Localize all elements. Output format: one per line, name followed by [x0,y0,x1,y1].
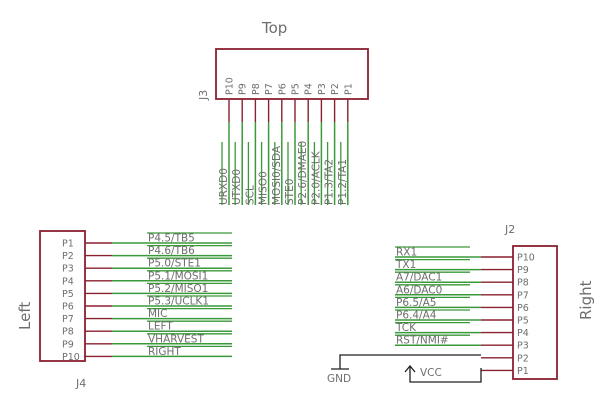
left-connector-refdes: J4 [75,377,86,390]
top-net-label: P2.0/ACLK [310,150,322,205]
right-pin-label: P10 [517,253,535,264]
right-pin-label: P5 [517,316,529,327]
top-pin-label: P2 [330,83,341,95]
top-pin-label: P9 [238,83,249,95]
top-net-label: URXD0 [218,168,230,205]
top-net-label: MISO0 [258,171,270,205]
right-net-label: RX1 [396,247,417,259]
right-pin-label: P6 [517,303,529,314]
right-net-label: A6/DAC0 [396,284,442,296]
top-pin-label: P1 [343,83,354,95]
top-pin-label: P7 [264,83,275,95]
left-net-label: P5.0/STE1 [148,258,201,270]
left-pin-label: P8 [62,327,74,338]
top-connector-refdes: J3 [197,90,210,101]
left-connector-pins: P1P2P3P4P5P6P7P8P9P10P4.5/TB5P4.6/TB6P5.… [62,232,232,363]
left-pin-label: P10 [62,352,80,363]
left-pin-label: P1 [62,239,74,250]
left-net-label: P5.3/UCLK1 [148,296,209,308]
top-connector-body [215,48,369,100]
top-net-label: SCL [244,185,256,205]
top-pin-label: P8 [251,83,262,95]
left-pin-label: P5 [62,289,74,300]
right-pin-label: P1 [517,366,529,377]
right-pin-label: P9 [517,265,529,276]
right-net-label: P6.5/A5 [396,297,436,309]
gnd-label: GND [327,373,351,385]
top-pin-label: P4 [304,83,315,95]
left-net-label: P5.1/MOSI1 [148,270,208,282]
left-net-label: P5.2/MISO1 [148,283,208,295]
top-net-label: MOSI0/SDA [271,145,283,205]
left-pin-label: P4 [62,276,74,287]
top-net-label: P1.3/TA2 [324,159,336,205]
vcc-arrow-symbol [404,364,416,373]
top-pin-label: P10 [225,77,236,95]
vcc-wire [409,366,482,383]
left-pin-label: P7 [62,314,74,325]
left-net-label: LEFT [148,321,173,333]
right-pin-label: P3 [517,341,529,352]
right-pin-label: P2 [517,353,529,364]
top-pin-label: P5 [291,83,302,95]
top-connector-title: Top [261,19,287,37]
left-pin-label: P9 [62,339,74,350]
top-pin-label: P3 [317,83,328,95]
right-pin-label: P4 [517,328,529,339]
right-connector-refdes: J2 [504,223,515,236]
top-net-label: STE0 [284,179,296,205]
top-pin-label: P6 [277,83,288,95]
left-net-label: P4.6/TB6 [148,245,195,257]
vcc-label: VCC [420,367,442,379]
left-connector-body [39,230,86,362]
top-net-label: UTXD0 [231,169,243,205]
right-net-label: TCK [395,322,417,334]
left-pin-label: P6 [62,302,74,313]
right-net-label: P6.4/A4 [396,310,437,322]
right-net-label: TX1 [395,259,416,271]
gnd-wire [339,354,481,369]
left-pin-label: P3 [62,264,74,275]
right-pin-label: P7 [517,290,529,301]
top-net-label: P2.6/DMAE0 [297,141,309,205]
right-net-label: A7/DAC1 [396,272,442,284]
right-connector-title: Right [577,280,595,320]
left-net-label: RIGHT [148,346,181,358]
right-connector-body [512,245,558,380]
left-connector-title: Left [16,302,34,330]
left-net-label: VHARVEST [148,333,204,345]
left-net-label: MIC [148,308,168,320]
right-pin-label: P8 [517,278,529,289]
left-pin-label: P2 [62,251,74,262]
right-net-label: RST/NMI# [396,335,449,347]
top-net-label: P1.2/TA1 [337,159,349,205]
left-net-label: P4.5/TB5 [148,233,195,245]
